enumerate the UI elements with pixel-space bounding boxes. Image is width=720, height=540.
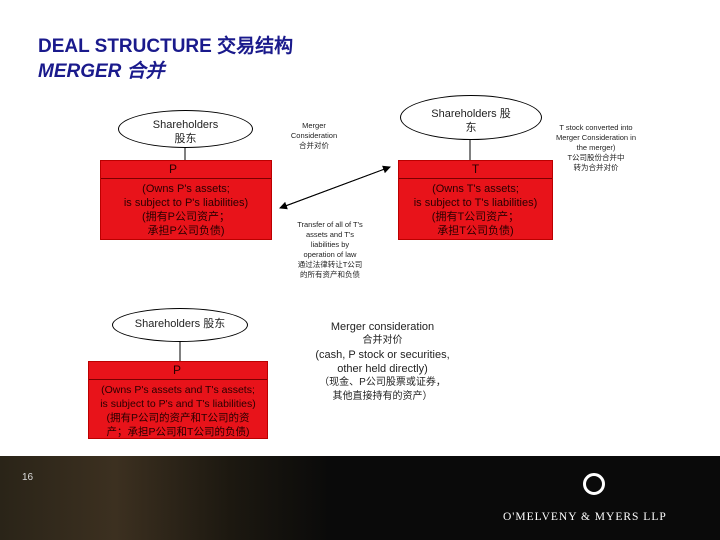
merger-consideration-description-line-2: 合并对价 — [362, 335, 403, 346]
p-box-line-3: (拥有P公司资产； — [142, 211, 230, 223]
p-box-line-4: 承担P公司负债) — [147, 225, 225, 237]
merged-shareholders-oval: Shareholders 股东 — [112, 308, 248, 342]
t-shareholders-oval: Shareholders 股东 — [400, 95, 542, 140]
merged-box-header: P — [89, 362, 267, 380]
merger-consideration-description-line-6: 其他直接持有的资产） — [332, 391, 433, 402]
p-shareholders-label: Shareholders 股东 — [152, 119, 219, 145]
merger-consideration-note-line-2: Consideration — [290, 131, 338, 140]
t-stock-note-line-5: 转为合并对价 — [573, 163, 619, 172]
t-box-line-4: 承担T公司负债) — [437, 225, 514, 237]
merged-box-line-3: (拥有P公司的资产和T公司的资 — [106, 412, 250, 424]
p-box-line-2: is subject to P's liabilities) — [123, 197, 249, 209]
merger-consideration-description-line-5: （现金、P公司股票或证券， — [319, 377, 446, 388]
page-title: DEAL STRUCTURE 交易结构 — [38, 36, 294, 57]
transfer-note: Transfer of all of T's assets and T's li… — [290, 220, 370, 280]
merger-consideration-note-line-1: Merger — [302, 121, 326, 130]
t-stock-note: T stock converted into Merger Considerat… — [546, 123, 646, 173]
transfer-note-line-1: Transfer of all of T's — [297, 220, 363, 229]
merger-consideration-note: Merger Consideration 合并对价 — [282, 121, 346, 151]
footer-photo — [0, 456, 330, 540]
t-box-line-3: (拥有T公司资产； — [431, 211, 520, 223]
firm-logo-icon — [583, 473, 605, 495]
page-subtitle: MERGER 合并 — [38, 61, 165, 82]
p-shareholders-oval: Shareholders 股东 — [118, 110, 253, 148]
t-stock-note-line-3: the merger) — [576, 143, 616, 152]
transfer-note-line-3: liabilities by — [310, 240, 350, 249]
t-box-header: T — [399, 161, 552, 179]
merged-box-line-2: is subject to P's and T's liabilities) — [100, 398, 256, 410]
merger-consideration-description-line-4: other held directly) — [337, 363, 428, 375]
merger-consideration-description-line-3: (cash, P stock or securities, — [315, 349, 450, 361]
page-number: 16 — [22, 472, 34, 483]
footer-bar — [0, 456, 720, 540]
t-company-box: T (Owns T's assets; is subject to T's li… — [398, 160, 553, 240]
merger-consideration-description: Merger consideration 合并对价 (cash, P stock… — [300, 320, 465, 404]
p-company-box: P (Owns P's assets; is subject to P's li… — [100, 160, 272, 240]
t-box-line-1: (Owns T's assets; — [432, 183, 519, 195]
transfer-note-line-2: assets and T's — [306, 230, 354, 239]
merged-shareholders-label: Shareholders 股东 — [134, 318, 226, 330]
firm-logo-text: O'MELVENY & MYERS LLP — [503, 511, 667, 523]
t-stock-note-line-4: T公司股份合并中 — [567, 153, 625, 162]
t-box-line-2: is subject to T's liabilities) — [413, 197, 538, 209]
p-box-line-1: (Owns P's assets; — [142, 183, 230, 195]
merged-box-line-1: (Owns P's assets and T's assets; — [101, 384, 255, 396]
p-box-header: P — [101, 161, 271, 179]
transfer-note-line-6: 的所有资产和负债 — [300, 270, 360, 279]
merger-consideration-note-line-3: 合并对价 — [299, 141, 329, 150]
merger-consideration-description-line-1: Merger consideration — [330, 321, 435, 333]
t-stock-note-line-2: Merger Consideration in — [555, 133, 637, 142]
arrow-consideration — [279, 165, 391, 209]
transfer-note-line-4: operation of law — [303, 250, 357, 259]
merged-company-box: P (Owns P's assets and T's assets; is su… — [88, 361, 268, 439]
t-shareholders-label: Shareholders 股东 — [431, 108, 511, 134]
t-stock-note-line-1: T stock converted into — [559, 123, 633, 132]
transfer-note-line-5: 通过法律转让T公司 — [297, 260, 363, 269]
merged-box-line-4: 产；承担P公司和T公司的负债) — [106, 426, 250, 438]
